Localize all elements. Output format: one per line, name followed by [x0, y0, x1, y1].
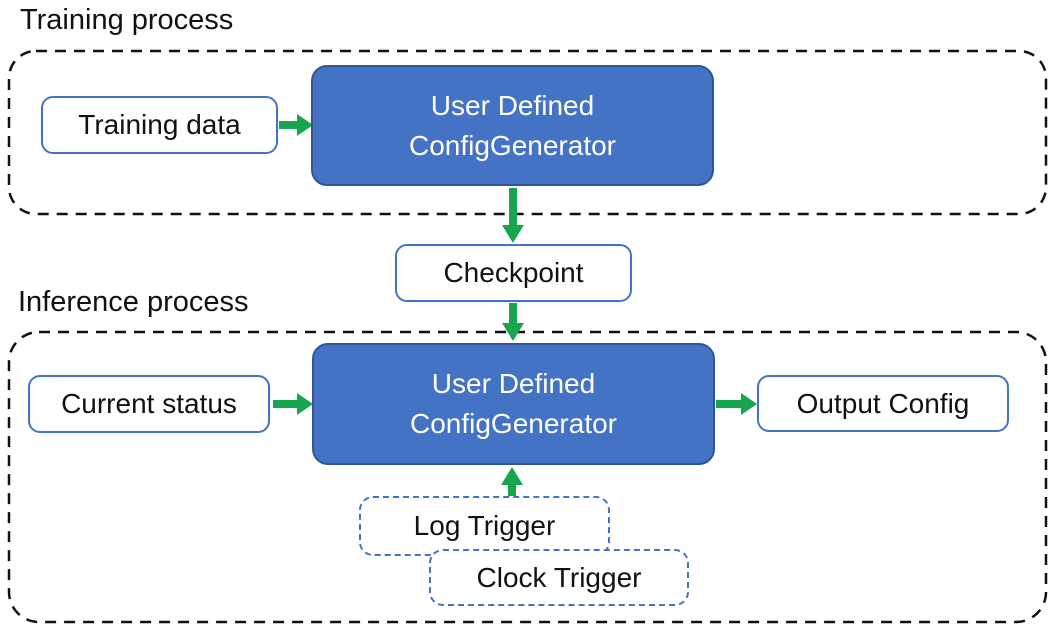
training-data-label: Training data: [78, 109, 241, 140]
arrow-training-data-to-generator: [279, 114, 313, 136]
inference-generator-line1: User Defined: [431, 368, 596, 400]
training-process-label: Training process: [20, 4, 234, 36]
checkpoint-label: Checkpoint: [443, 257, 584, 288]
output-config-label: Output Config: [796, 387, 970, 419]
training-data-box: Training data: [41, 96, 278, 154]
current-status-box: Current status: [28, 375, 270, 433]
arrow-generator-to-output-config: [716, 393, 757, 415]
output-config-box: Output Config: [757, 375, 1009, 432]
arrow-triggers-to-generator: [501, 467, 523, 496]
training-generator-line1: User Defined: [430, 89, 595, 121]
arrow-current-status-to-generator: [273, 393, 313, 415]
inference-process-container: [7, 330, 1048, 624]
training-generator-line2: ConfigGenerator: [408, 129, 616, 161]
training-config-generator-box: User Defined ConfigGenerator: [311, 65, 714, 186]
checkpoint-box: Checkpoint: [395, 244, 632, 302]
clock-trigger-box: Clock Trigger: [429, 549, 689, 606]
inference-generator-line2: ConfigGenerator: [409, 408, 617, 439]
inference-process-label: Inference process: [18, 286, 249, 318]
arrow-checkpoint-to-inference-generator: [502, 303, 524, 341]
inference-config-generator-box: User Defined ConfigGenerator: [312, 343, 715, 465]
current-status-label: Current status: [61, 388, 237, 419]
arrow-generator-to-checkpoint: [502, 188, 524, 243]
log-trigger-label: Log Trigger: [413, 510, 556, 541]
log-trigger-box: Log Trigger: [359, 496, 610, 556]
clock-trigger-label: Clock Trigger: [476, 561, 642, 593]
